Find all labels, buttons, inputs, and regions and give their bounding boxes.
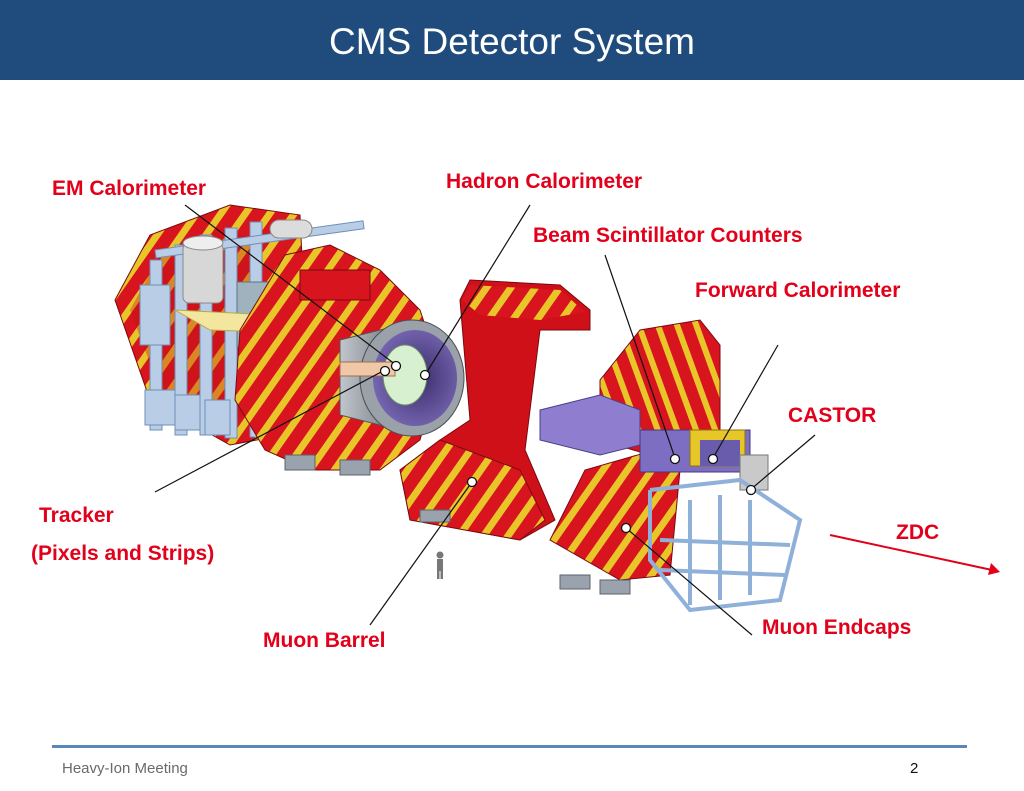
label-tracker-sub: (Pixels and Strips): [31, 542, 215, 565]
label-hadron-calorimeter: Hadron Calorimeter: [446, 170, 643, 193]
label-em-calorimeter: EM Calorimeter: [52, 177, 207, 200]
muon-endcap: [549, 319, 721, 581]
marker-tracker: [379, 365, 391, 377]
page-number: 2: [910, 760, 919, 777]
label-muon-barrel: Muon Barrel: [263, 629, 386, 652]
marker-dots: [379, 360, 757, 534]
marker-muon-barrel: [466, 476, 478, 488]
muon-barrel-wheel: [399, 279, 591, 541]
human-figure: [436, 551, 444, 579]
marker-muon-endcaps: [620, 522, 632, 534]
forward-region: [539, 394, 769, 491]
marker-beam-scintillator: [669, 453, 681, 465]
marker-forward-calorimeter: [707, 453, 719, 465]
title-bar: [0, 0, 1024, 80]
leader-lines: [154, 204, 816, 636]
footer-text: Heavy-Ion Meeting: [62, 760, 188, 777]
right-scaffold: [648, 477, 803, 613]
zdc-arrow: [829, 534, 1000, 575]
label-forward-calorimeter: Forward Calorimeter: [695, 279, 901, 302]
label-beam-scintillator-counters: Beam Scintillator Counters: [533, 224, 803, 247]
marker-em-calorimeter: [390, 360, 402, 372]
slide-title: CMS Detector System: [329, 21, 695, 62]
label-muon-endcaps: Muon Endcaps: [762, 616, 912, 639]
marker-hadron-calorimeter: [419, 369, 431, 381]
inner-cylinder: [339, 319, 465, 437]
label-tracker: Tracker: [39, 504, 114, 527]
support-frames: [139, 220, 365, 439]
label-castor: CASTOR: [788, 404, 877, 427]
label-zdc: ZDC: [896, 521, 940, 544]
support-feet: [284, 454, 631, 595]
marker-castor: [745, 484, 757, 496]
footer-divider: [52, 745, 967, 748]
